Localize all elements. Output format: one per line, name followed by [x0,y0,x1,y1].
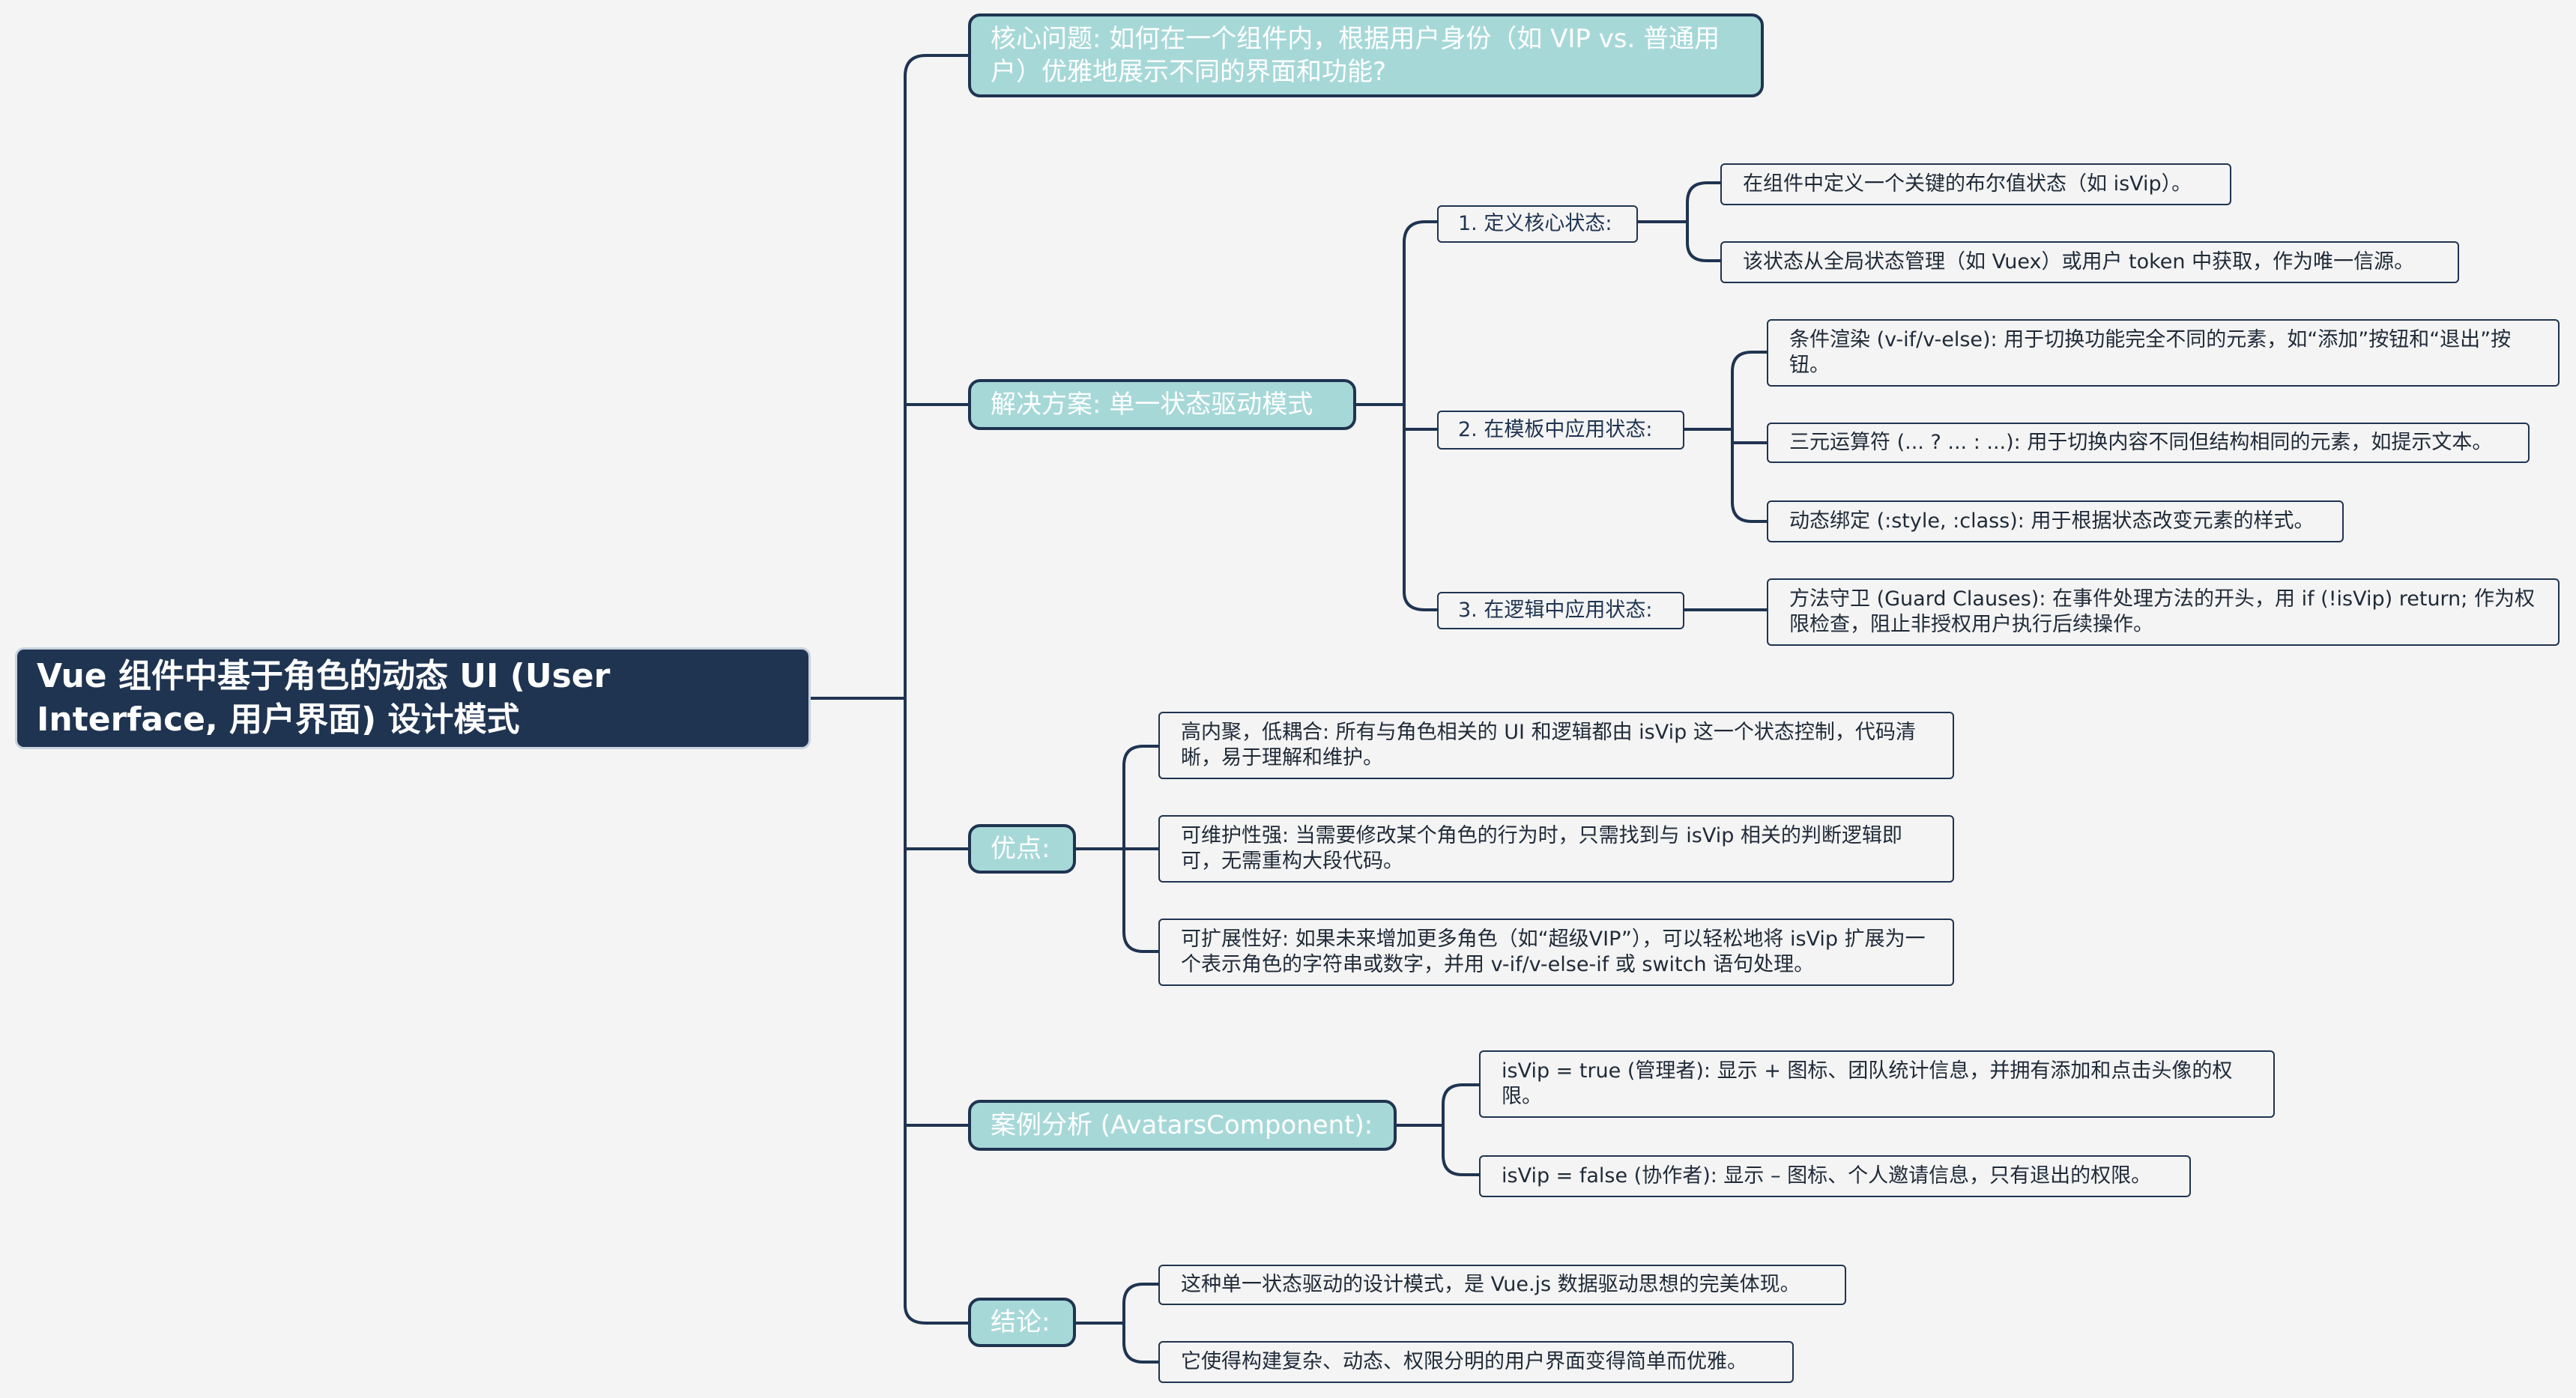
advantage-item-3[interactable]: 可扩展性好: 如果未来增加更多角色（如“超级VIP”），可以轻松地将 isVip… [1158,919,1954,986]
step-1-item-2-text: 该状态从全局状态管理（如 Vuex）或用户 token 中获取，作为唯一信源。 [1743,250,2415,273]
step-2-item-3[interactable]: 动态绑定 (:style, :class): 用于根据状态改变元素的样式。 [1767,500,2344,542]
step-2-item-1-text: 条件渲染 (v-if/v-else): 用于切换功能完全不同的元素，如“添加”按… [1789,328,2512,377]
step-1-item-1[interactable]: 在组件中定义一个关键的布尔值状态（如 isVip）。 [1720,163,2231,205]
advantage-item-3-text: 可扩展性好: 如果未来增加更多角色（如“超级VIP”），可以轻松地将 isVip… [1181,928,1926,976]
root-topic[interactable]: Vue 组件中基于角色的动态 UI (User Interface, 用户界面)… [15,647,811,749]
conclusion-item-1[interactable]: 这种单一状态驱动的设计模式，是 Vue.js 数据驱动思想的完美体现。 [1158,1265,1846,1305]
topic-core-question[interactable]: 核心问题: 如何在一个组件内，根据用户身份（如 VIP vs. 普通用户）优雅地… [968,13,1764,97]
root-title: Vue 组件中基于角色的动态 UI (User Interface, 用户界面)… [37,657,611,739]
step-1-item-2[interactable]: 该状态从全局状态管理（如 Vuex）或用户 token 中获取，作为唯一信源。 [1720,241,2459,283]
solution-step-2[interactable]: 2. 在模板中应用状态: [1437,411,1684,450]
topic-solution[interactable]: 解决方案: 单一状态驱动模式 [968,379,1356,430]
advantages-label: 优点: [991,834,1050,864]
step-3-item-1-text: 方法守卫 (Guard Clauses): 在事件处理方法的开头，用 if (!… [1789,587,2535,636]
step-3-item-1[interactable]: 方法守卫 (Guard Clauses): 在事件处理方法的开头，用 if (!… [1767,578,2560,646]
step-1-item-1-text: 在组件中定义一个关键的布尔值状态（如 isVip）。 [1743,172,2192,196]
step-2-item-2[interactable]: 三元运算符 (... ? ... : ...): 用于切换内容不同但结构相同的元… [1767,423,2530,463]
step-2-item-1[interactable]: 条件渲染 (v-if/v-else): 用于切换功能完全不同的元素，如“添加”按… [1767,319,2560,387]
case-study-item-1-text: isVip = true (管理者): 显示 + 图标、团队统计信息，并拥有添加… [1502,1059,2233,1108]
case-study-item-1[interactable]: isVip = true (管理者): 显示 + 图标、团队统计信息，并拥有添加… [1479,1050,2275,1118]
step-1-label: 1. 定义核心状态: [1458,212,1612,235]
solution-step-3[interactable]: 3. 在逻辑中应用状态: [1437,592,1684,629]
case-study-item-2[interactable]: isVip = false (协作者): 显示 – 图标、个人邀请信息，只有退出… [1479,1155,2191,1197]
conclusion-item-1-text: 这种单一状态驱动的设计模式，是 Vue.js 数据驱动思想的完美体现。 [1181,1273,1801,1296]
conclusion-item-2[interactable]: 它使得构建复杂、动态、权限分明的用户界面变得简单而优雅。 [1158,1341,1794,1383]
topic-advantages[interactable]: 优点: [968,824,1076,874]
case-study-label: 案例分析 (AvatarsComponent): [991,1110,1373,1140]
advantage-item-2-text: 可维护性强: 当需要修改某个角色的行为时，只需找到与 isVip 相关的判断逻辑… [1181,824,1902,873]
topic-conclusion[interactable]: 结论: [968,1298,1076,1347]
advantage-item-1[interactable]: 高内聚，低耦合: 所有与角色相关的 UI 和逻辑都由 isVip 这一个状态控制… [1158,712,1954,779]
solution-step-1[interactable]: 1. 定义核心状态: [1437,205,1638,243]
step-2-item-3-text: 动态绑定 (:style, :class): 用于根据状态改变元素的样式。 [1789,509,2315,533]
core-question-text: 核心问题: 如何在一个组件内，根据用户身份（如 VIP vs. 普通用户）优雅地… [991,24,1720,87]
step-2-item-2-text: 三元运算符 (... ? ... : ...): 用于切换内容不同但结构相同的元… [1789,431,2493,454]
case-study-item-2-text: isVip = false (协作者): 显示 – 图标、个人邀请信息，只有退出… [1502,1164,2152,1187]
advantage-item-1-text: 高内聚，低耦合: 所有与角色相关的 UI 和逻辑都由 isVip 这一个状态控制… [1181,721,1916,769]
solution-label: 解决方案: 单一状态驱动模式 [991,390,1313,420]
step-3-label: 3. 在逻辑中应用状态: [1458,599,1653,622]
conclusion-label: 结论: [991,1307,1050,1337]
step-2-label: 2. 在模板中应用状态: [1458,418,1653,441]
topic-case-study[interactable]: 案例分析 (AvatarsComponent): [968,1100,1397,1151]
advantage-item-2[interactable]: 可维护性强: 当需要修改某个角色的行为时，只需找到与 isVip 相关的判断逻辑… [1158,815,1954,883]
conclusion-item-2-text: 它使得构建复杂、动态、权限分明的用户界面变得简单而优雅。 [1181,1350,1747,1373]
